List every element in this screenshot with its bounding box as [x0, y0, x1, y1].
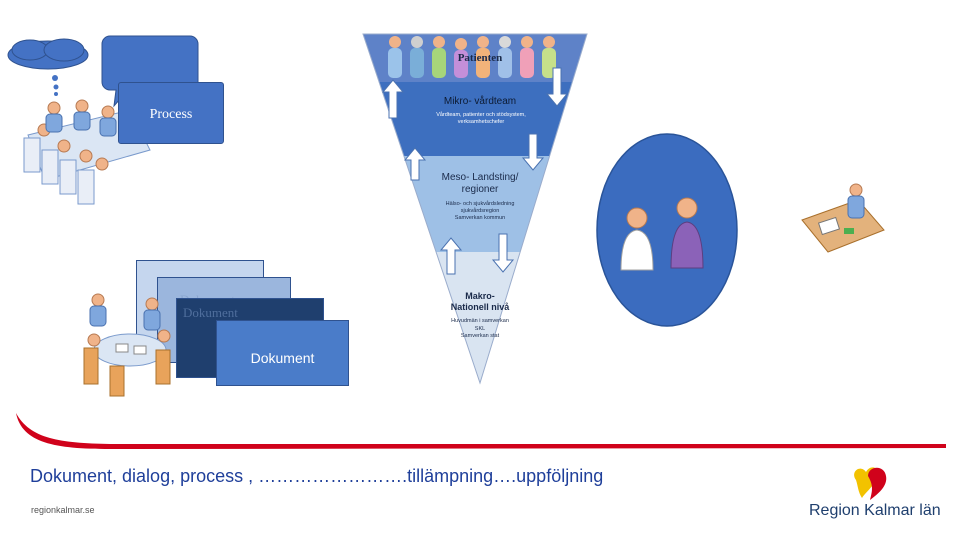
- meso-detail-line-1: Hälso- och sjukvårdsledning: [445, 201, 515, 207]
- meso-title-line-2: regioner: [461, 184, 499, 195]
- thought-cloud-icon: [7, 38, 89, 96]
- macro-detail-line-2: SKL: [474, 325, 486, 332]
- micro-level-detail: Vårdteam, patienter och stödsystem, verk…: [436, 112, 526, 125]
- macro-level-title: Makro- Nationell nivå: [430, 291, 530, 313]
- red-swoosh-divider: [16, 413, 946, 449]
- desk-worker-illustration: [801, 183, 885, 253]
- meso-level-detail: Hälso- och sjukvårdsledning sjukvårdsreg…: [420, 201, 540, 222]
- process-box: Process: [118, 82, 224, 144]
- region-brand-name: Region Kalmar län: [809, 502, 941, 519]
- meso-title-line-1: Meso- Landsting/: [441, 172, 519, 183]
- patients-crowd-icon: [388, 36, 556, 78]
- region-kalmar-heart-logo-icon: [854, 467, 887, 500]
- round-table-meeting-illustration: [83, 293, 171, 397]
- health-system-levels-diagram: [362, 33, 588, 385]
- document-card-front: Dokument: [216, 320, 349, 386]
- down-arrow-icon: [491, 67, 569, 273]
- macro-title-line-2: Nationell nivå: [450, 302, 510, 312]
- macro-detail-line-1: Huvudmän i samverkan: [451, 318, 509, 324]
- person-icon: [620, 207, 654, 271]
- meso-detail-line-2: sjukvårdsregion: [460, 208, 500, 214]
- meso-detail-line-3: Samverkan kommun: [454, 215, 506, 221]
- macro-level-detail: Huvudmän i samverkan SKL Samverkan stat: [430, 318, 530, 341]
- faint-doc-label-2: Dokument: [183, 305, 238, 320]
- footer-url: regionkalmar.se: [31, 505, 95, 515]
- meso-level-title: Meso- Landsting/ regioner: [420, 172, 540, 196]
- caption-text: Dokument, dialog, process , …………………….til…: [30, 466, 604, 486]
- macro-detail-line-3: Samverkan stat: [460, 333, 500, 339]
- patient-carer-circle: [596, 133, 738, 327]
- micro-level-title: Mikro- vårdteam: [443, 96, 517, 107]
- person-icon-2: [670, 197, 704, 269]
- patients-label: Patienten: [457, 52, 503, 64]
- macro-title-line-1: Makro-: [465, 291, 495, 301]
- up-arrow-icon: [381, 79, 463, 275]
